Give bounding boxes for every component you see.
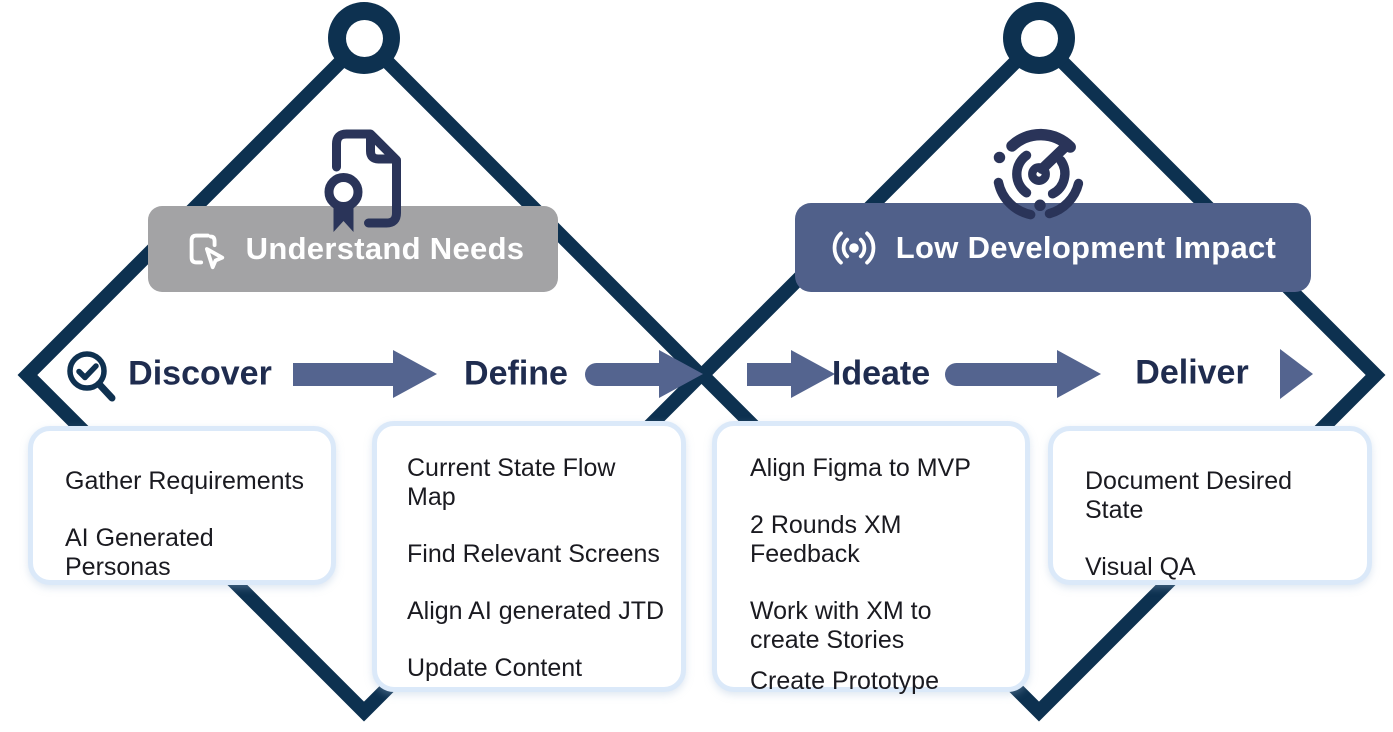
broadcast-icon (832, 231, 876, 264)
arrow-ideate-deliver-shaft (945, 363, 1057, 386)
list-item: AI Generated Personas (65, 524, 214, 581)
list-item: Update Content (407, 654, 583, 682)
list-item: Visual QA (1085, 553, 1196, 581)
right-diamond-top-node (1003, 2, 1075, 74)
arrow-define-ideate-right-shaft (747, 363, 791, 386)
phase-label-discover: Discover (128, 354, 272, 393)
list-item: Find Relevant Screens (407, 540, 660, 568)
define-card: Current State Flow Map Find Relevant Scr… (372, 421, 686, 692)
phase-label-ideate: Ideate (831, 354, 931, 393)
arrow-ideate-deliver-head (1057, 350, 1101, 398)
list-item: Work with XM to create Stories (750, 597, 932, 654)
phase-label-deliver: Deliver (1135, 353, 1249, 392)
low-development-impact-banner: Low Development Impact (795, 203, 1311, 292)
list-item: Document Desired State (1085, 467, 1293, 524)
understand-needs-label: Understand Needs (245, 231, 525, 266)
arrow-define-ideate-right-head (791, 350, 835, 398)
list-item: 2 Rounds XM Feedback (750, 511, 902, 568)
discover-card: Gather Requirements AI Generated Persona… (28, 426, 336, 585)
radar-target-icon (993, 128, 1084, 220)
click-select-icon (189, 233, 224, 270)
arrow-define-ideate-left-head (659, 350, 703, 398)
ideate-card: Align Figma to MVP 2 Rounds XM Feedback … (712, 421, 1030, 695)
phase-label-define: Define (464, 354, 568, 393)
arrow-discover-define-shaft (293, 363, 393, 386)
list-item: Align Figma to MVP (750, 454, 971, 482)
left-diamond-top-node (328, 2, 400, 74)
arrow-deliver-out-head (1280, 349, 1313, 399)
list-item: Current State Flow Map (407, 454, 616, 511)
arrow-discover-define-head (393, 350, 437, 398)
certificate-document-icon (324, 129, 401, 232)
list-item: Create Prototype (750, 667, 939, 695)
arrow-define-ideate-left-shaft (585, 363, 659, 386)
low-development-impact-label: Low Development Impact (895, 229, 1277, 265)
list-item: Gather Requirements (65, 467, 305, 495)
list-item: Align AI generated JTD (407, 597, 665, 625)
deliver-card: Document Desired State Visual QA (1048, 426, 1372, 585)
search-check-icon (67, 351, 116, 402)
